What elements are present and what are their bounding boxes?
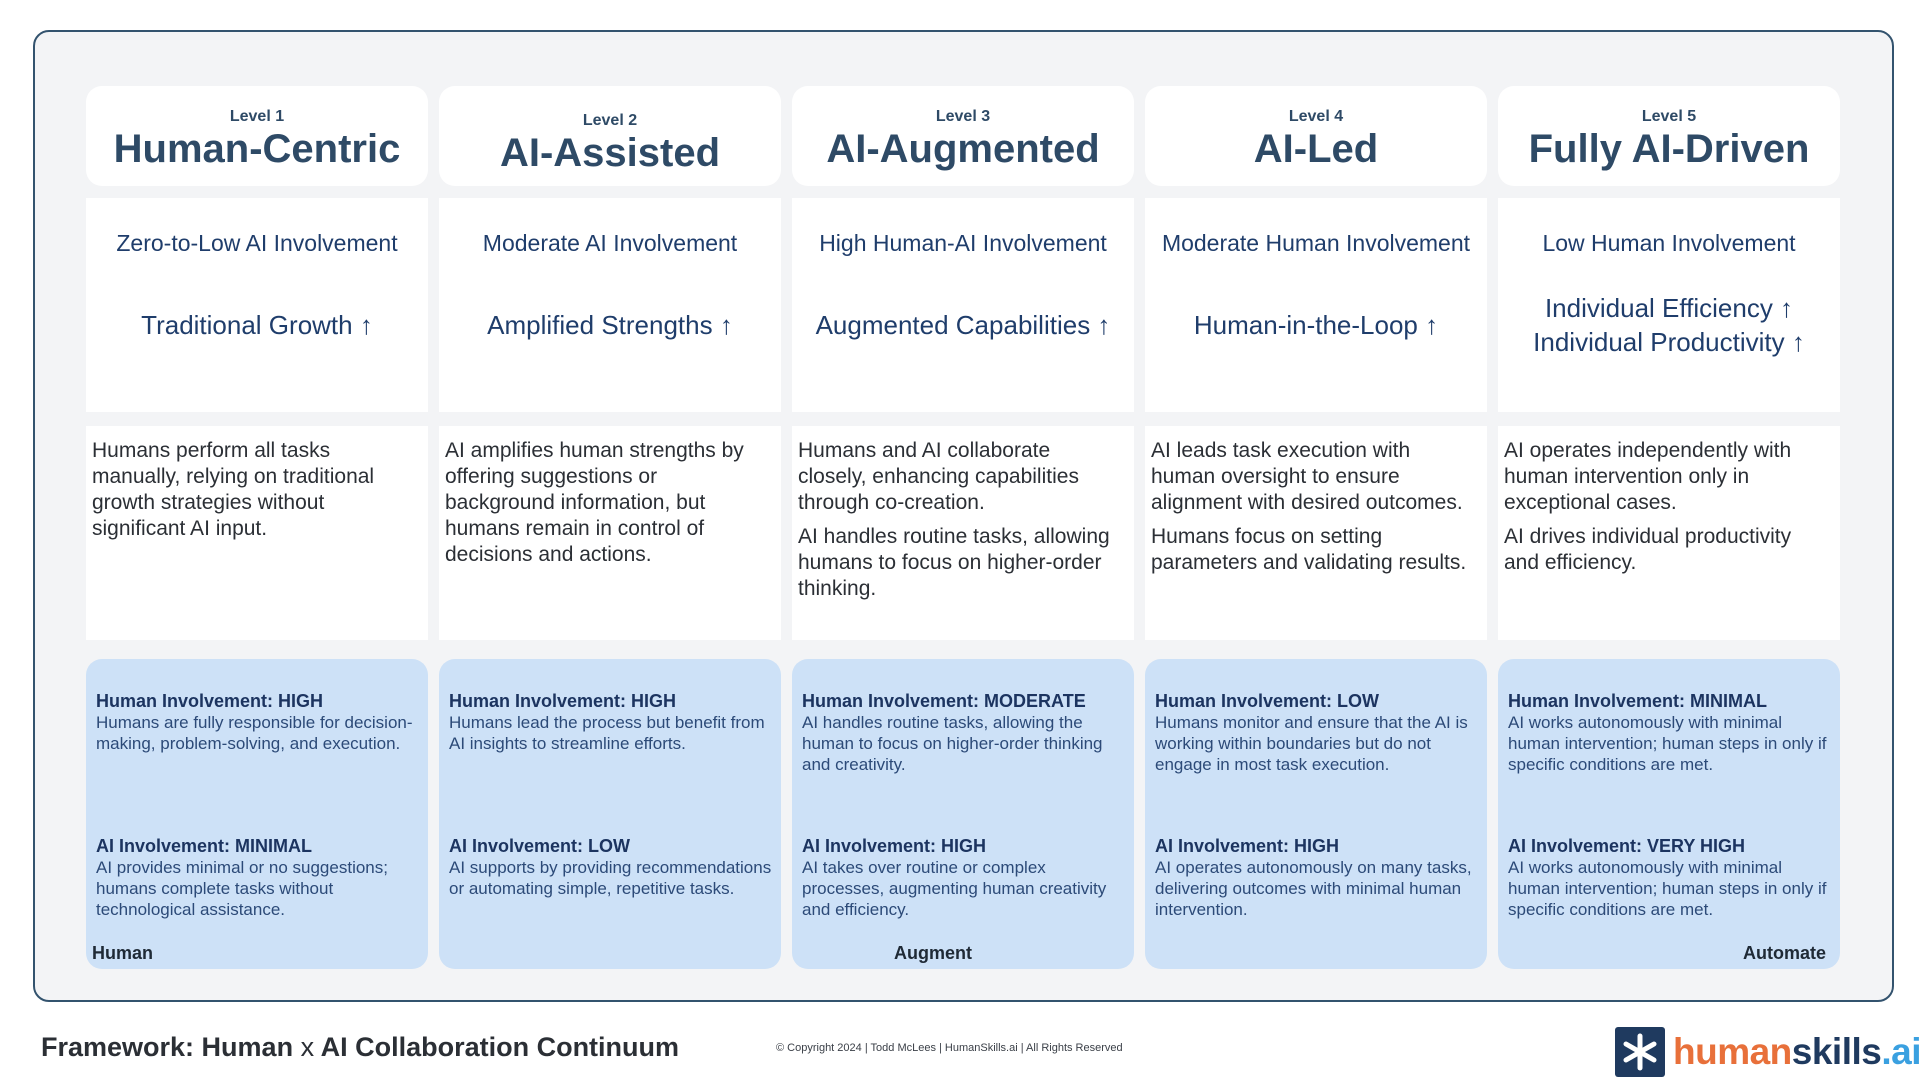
ai-involvement-heading: AI Involvement: HIGH [1155,836,1340,856]
involvement-label: Low Human Involvement [1542,230,1796,256]
human-involvement-heading: Human Involvement: MODERATE [802,691,1086,711]
level-title: AI-Augmented [826,127,1100,171]
axis-label-augment: Augment [894,943,972,963]
ai-involvement-text: AI takes over routine or complex process… [802,858,1107,919]
level-header: Level 3 AI-Augmented [792,86,1134,186]
logo-wordmark: humanskills.ai [1673,1031,1920,1073]
description-paragraph: AI operates independently with human int… [1504,439,1792,514]
level-header: Level 5 Fully AI-Driven [1498,86,1840,186]
framework-title-part2: AI Collaboration Continuum [320,1032,680,1062]
growth-label: Amplified Strengths ↑ [487,310,733,340]
logo-text-human: human [1673,1031,1792,1072]
humanskills-logo: humanskills.ai [1615,1026,1920,1078]
human-involvement-heading: Human Involvement: HIGH [96,691,324,711]
framework-title: Framework: Human x AI Collaboration Cont… [41,1032,679,1063]
level-title: Human-Centric [113,127,401,171]
human-involvement-text: Humans are fully responsible for decisio… [96,713,413,753]
involvement-label: Moderate AI Involvement [482,230,738,256]
description-panel: AI amplifies human strengths by offering… [439,426,781,640]
logo-text-ai: .ai [1881,1031,1920,1072]
description-panel: Humans perform all tasks manually, relyi… [86,426,428,640]
description-panel: AI operates independently with human int… [1498,426,1840,640]
level-header: Level 2 AI-Assisted [439,86,781,186]
logo-text-skills: skills [1791,1031,1882,1072]
description-paragraph: Humans and AI collaborate closely, enhan… [798,439,1079,514]
level-number: Level 4 [1288,108,1344,125]
description-panel: Humans and AI collaborate closely, enhan… [792,426,1134,640]
asterisk-logo-icon [1615,1027,1665,1077]
growth-label: Augmented Capabilities ↑ [815,310,1111,340]
ai-involvement-heading: AI Involvement: VERY HIGH [1508,836,1746,856]
description-paragraph: AI amplifies human strengths by offering… [445,439,744,566]
human-involvement-heading: Human Involvement: MINIMAL [1508,691,1768,711]
human-involvement-text: AI handles routine tasks, allowing the h… [802,713,1103,774]
axis-label-human: Human [92,943,154,963]
copyright-notice: © Copyright 2024 | Todd McLees | HumanSk… [776,1042,1123,1054]
growth-label: Individual Efficiency ↑ [1544,293,1794,323]
level-number: Level 2 [582,112,638,129]
description-paragraph: AI drives individual productivity and ef… [1504,525,1792,574]
framework-title-x: x [300,1032,315,1062]
ai-involvement-heading: AI Involvement: LOW [449,836,631,856]
human-involvement-text: Humans lead the process but benefit from… [449,713,765,753]
level-header: Level 4 AI-Led [1145,86,1487,186]
ai-involvement-text: AI provides minimal or no suggestions; h… [96,858,388,919]
level-header: Level 1 Human-Centric [86,86,428,186]
ai-involvement-heading: AI Involvement: HIGH [802,836,987,856]
description-panel: AI leads task execution with human overs… [1145,426,1487,640]
human-involvement-heading: Human Involvement: HIGH [449,691,677,711]
level-number: Level 3 [935,108,991,125]
involvement-label: Zero-to-Low AI Involvement [116,230,398,256]
involvement-label: High Human-AI Involvement [819,230,1107,256]
human-involvement-heading: Human Involvement: LOW [1155,691,1380,711]
description-paragraph: Humans focus on setting parameters and v… [1151,525,1467,574]
growth-label: Individual Productivity ↑ [1533,327,1805,357]
axis-label-automate: Automate [1743,943,1827,963]
level-number: Level 1 [229,108,285,125]
level-number: Level 5 [1641,108,1697,125]
description-paragraph: AI handles routine tasks, allowing human… [798,525,1110,600]
ai-involvement-heading: AI Involvement: MINIMAL [96,836,313,856]
level-title: AI-Led [1253,127,1379,171]
ai-involvement-text: AI operates autonomously on many tasks, … [1155,858,1472,919]
involvement-label: Moderate Human Involvement [1161,230,1471,256]
level-title: AI-Assisted [499,131,721,175]
framework-title-part1: Framework: Human [41,1032,294,1062]
human-involvement-text: Humans monitor and ensure that the AI is… [1155,713,1468,774]
human-involvement-text: AI works autonomously with minimal human… [1508,713,1827,774]
description-paragraph: AI leads task execution with human overs… [1151,439,1463,514]
ai-involvement-text: AI supports by providing recommendations… [449,858,772,898]
description-paragraph: Humans perform all tasks manually, relyi… [92,439,375,540]
growth-label: Human-in-the-Loop ↑ [1193,310,1439,340]
ai-involvement-text: AI works autonomously with minimal human… [1508,858,1827,919]
growth-label: Traditional Growth ↑ [141,310,373,340]
level-title: Fully AI-Driven [1528,127,1810,171]
